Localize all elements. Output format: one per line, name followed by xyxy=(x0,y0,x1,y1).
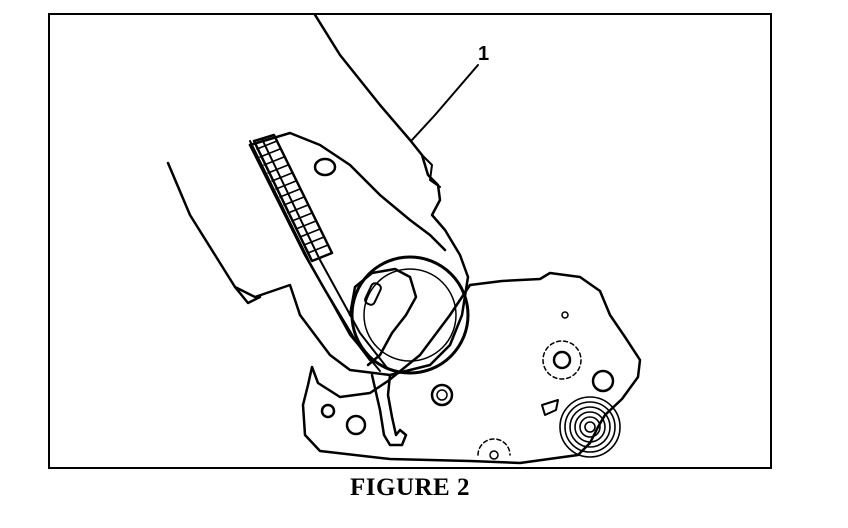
clock-spring xyxy=(541,396,621,458)
cam-lobe xyxy=(348,267,418,367)
arm-outline-upper xyxy=(298,15,470,377)
plate-dashed-ring xyxy=(542,340,582,380)
coil-spring xyxy=(252,133,334,263)
arm-outline-lower xyxy=(166,161,302,317)
hook-lever xyxy=(370,373,408,447)
plate-pin-small xyxy=(489,450,499,460)
ring-opening xyxy=(350,255,470,375)
callout-label: 1 xyxy=(478,43,490,65)
arm-hole xyxy=(313,157,337,177)
plate-hole-2 xyxy=(436,389,448,401)
figure-frame: 1 xyxy=(48,13,772,469)
plate-hole-small xyxy=(561,311,569,319)
spring-rod-2 xyxy=(261,138,389,370)
latch-step xyxy=(421,154,441,188)
leader-line-1 xyxy=(411,64,479,141)
cam-slot xyxy=(364,282,382,306)
ring-inner xyxy=(363,268,457,362)
arm-notch xyxy=(233,285,262,305)
plate-pivot xyxy=(552,350,572,370)
mechanism-line-drawing xyxy=(166,15,642,465)
plate-hole-1 xyxy=(430,383,454,407)
plate-dashed-arc xyxy=(477,438,511,456)
bracket-plate xyxy=(301,271,642,465)
figure-caption: FIGURE 2 xyxy=(350,474,470,501)
spring-rod xyxy=(249,140,381,372)
arm-plate xyxy=(248,131,447,252)
plate-hole-4 xyxy=(320,403,336,419)
plate-hole-3 xyxy=(591,369,615,393)
plate-hole-5 xyxy=(345,414,367,436)
